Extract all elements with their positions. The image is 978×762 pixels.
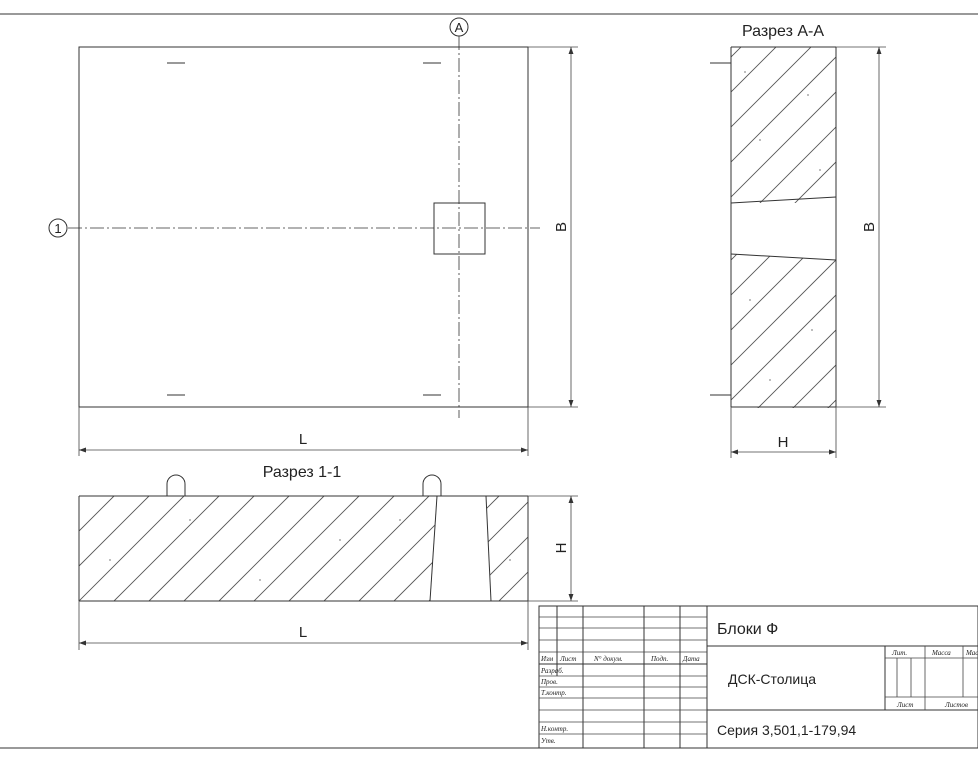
opening-edge-bottom	[730, 253, 837, 261]
tb-sheet-list: Лист	[896, 701, 913, 709]
axis-1-label: 1	[54, 221, 61, 236]
tb-sheet-listov: Листов	[944, 701, 968, 709]
tb-stage-mass: Масса	[931, 649, 951, 657]
tb-row-utv: Утв.	[541, 737, 556, 745]
opening-side-left	[429, 495, 438, 602]
tb-stage-scale: Масштаб	[965, 649, 978, 657]
tb-row-razrab: Разраб.	[540, 667, 564, 675]
section-aa-hatch-top	[731, 47, 836, 203]
section-11: Разрез 1-1	[78, 464, 578, 650]
dimension-l-section: L	[78, 601, 529, 650]
sheet-frame	[0, 13, 978, 749]
dimension-l-plan: L	[78, 407, 529, 456]
section-11-title: Разрез 1-1	[263, 464, 342, 481]
lifting-loop-right	[422, 474, 442, 496]
section-aa: Разрез А-А	[710, 23, 886, 458]
section-aa-title: Разрез А-А	[742, 23, 824, 40]
dimension-b-plan: B	[528, 46, 578, 408]
dim-l-label: L	[299, 431, 307, 448]
dimension-b-section: B	[836, 46, 886, 408]
tb-row-nkontr: Н.контр.	[540, 725, 568, 733]
tb-header-date: Дата	[682, 655, 700, 663]
opening-edge-top	[730, 196, 837, 204]
tb-header-doc: N° докум.	[593, 655, 623, 663]
dim-b-label: B	[553, 222, 570, 232]
dim-l-bottom-label: L	[299, 624, 307, 641]
tb-header-list: Лист	[559, 655, 576, 663]
dim-h-section-label: H	[778, 434, 789, 451]
lifting-loop-left	[166, 474, 186, 496]
opening-side-right	[485, 495, 492, 602]
tb-title: Блоки Ф	[717, 621, 778, 638]
section-aa-hatch-bottom	[731, 254, 836, 408]
tb-row-tkontr: Т.контр.	[541, 689, 567, 697]
tb-row-prov: Пров.	[540, 678, 558, 686]
dimension-h-section: H	[730, 407, 837, 458]
plan-outline	[78, 46, 529, 408]
tb-organization: ДСК-Столица	[728, 671, 816, 687]
title-block: Изм Лист N° докум. Подп. Дата Разраб. Пр…	[538, 605, 978, 749]
tb-stage-lit: Лит.	[891, 649, 907, 657]
plan-opening	[433, 202, 486, 255]
dim-b-section-label: B	[861, 222, 878, 232]
section-11-hatch	[79, 496, 528, 601]
dim-h-bottom-label: H	[553, 543, 570, 554]
lifting-loop-marks	[167, 62, 441, 396]
dimension-h-bottom: H	[528, 495, 578, 602]
tb-series: Серия 3,501,1-179,94	[717, 722, 856, 738]
plan-view: А 1 L B	[48, 17, 578, 456]
axis-marker-1: 1	[48, 218, 68, 238]
axis-a-label: А	[455, 20, 464, 35]
axis-marker-a: А	[449, 17, 469, 37]
tb-header-izm: Изм	[540, 655, 554, 663]
tb-header-sign: Подп.	[650, 655, 669, 663]
